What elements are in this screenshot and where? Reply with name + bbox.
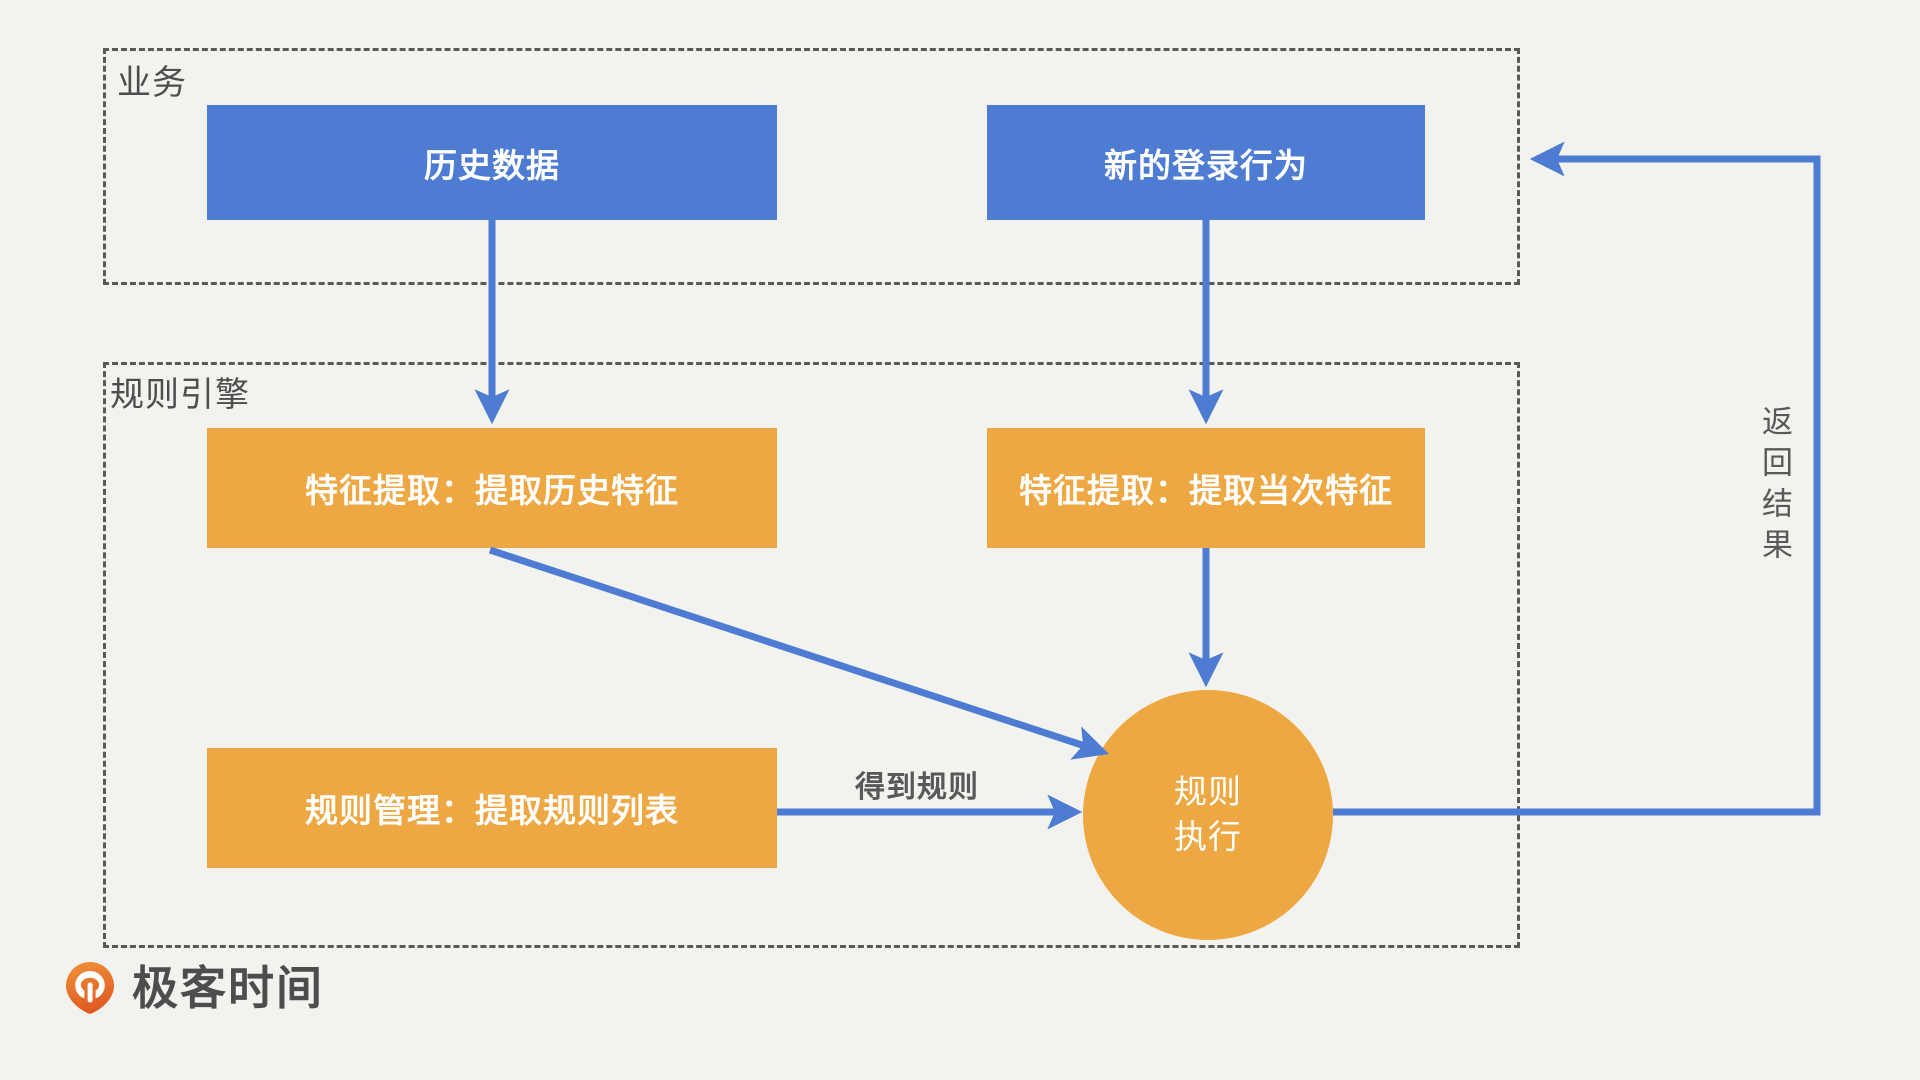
edge-label-get-rules: 得到规则 xyxy=(855,771,979,804)
node-new-login-behavior[interactable]: 新的登录行为 xyxy=(987,105,1425,220)
node-rule-execution-label-line2: 执行 xyxy=(1174,818,1242,855)
node-extract-history[interactable]: 特征提取：提取历史特征 xyxy=(207,428,777,548)
node-rule-execution[interactable]: 规则 执行 xyxy=(1083,690,1333,940)
group-business-label: 业务 xyxy=(117,64,187,102)
brand-name: 极客时间 xyxy=(132,962,324,1014)
node-rule-management-label: 规则管理：提取规则列表 xyxy=(305,792,679,829)
node-extract-current[interactable]: 特征提取：提取当次特征 xyxy=(987,428,1425,548)
node-new-login-behavior-label: 新的登录行为 xyxy=(1104,146,1308,184)
node-rule-management[interactable]: 规则管理：提取规则列表 xyxy=(207,748,777,868)
node-rule-execution-label-line1: 规则 xyxy=(1174,773,1242,811)
brand-geektime: 极客时间 xyxy=(62,960,324,1016)
edge-label-return-result: 返回结果 xyxy=(1757,405,1792,569)
geektime-pin-icon xyxy=(66,962,114,1014)
group-rule-engine-label: 规则引擎 xyxy=(110,376,250,414)
node-history-data-label: 历史数据 xyxy=(424,146,560,184)
node-extract-current-label: 特征提取：提取当次特征 xyxy=(1019,472,1393,509)
node-extract-history-label: 特征提取：提取历史特征 xyxy=(305,472,679,509)
node-history-data[interactable]: 历史数据 xyxy=(207,105,777,220)
